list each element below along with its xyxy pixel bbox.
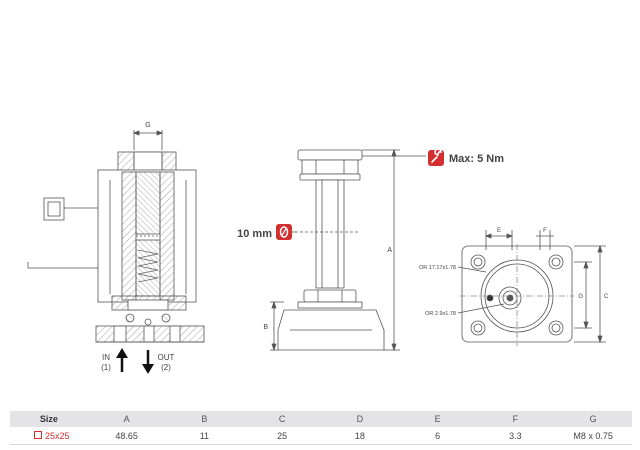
dimension-table: Size A B C D E F G 25x25 48.65 11 25 18 … [10,411,632,445]
col-header-f: F [476,411,555,427]
col-header-b: B [165,411,244,427]
table-header-row: Size A B C D E F G [10,411,632,427]
value-g: M8 x 0.75 [554,427,632,445]
outlet-port-number: (2) [161,363,171,372]
inlet-label: IN [102,353,110,362]
col-header-a: A [87,411,166,427]
dim-g-top-label: G [145,122,150,129]
max-torque-label: Max: 5 Nm [449,153,504,165]
outlet-label: OUT [158,353,175,362]
dim-e-label: E [497,228,501,234]
section-view [27,130,205,374]
dim-f-label: F [543,228,547,234]
value-e: 6 [398,427,477,445]
value-f: 3.3 [476,427,555,445]
oring-small-label: OR 2.9x1.78 [425,311,456,317]
top-view [457,230,606,346]
col-header-e: E [398,411,477,427]
dim-c-label: C [604,294,609,300]
value-b: 11 [165,427,244,445]
torque-callout: Max: 5 Nm [428,148,504,166]
wrench-size-label: 10 mm [237,228,272,240]
dim-b-label: B [263,324,268,331]
size-value: 25x25 [45,430,70,441]
value-a: 48.65 [87,427,166,445]
technical-drawing: G IN (1) OUT (2) [27,122,609,374]
value-d: 18 [321,427,399,445]
col-header-g: G [554,411,632,427]
col-header-c: C [243,411,321,427]
checkbox-icon [34,431,42,439]
wrench-size-callout: 10 mm [237,224,292,240]
col-header-size: Size [10,411,88,427]
oring-large-label: OR 17.17x1.78 [419,265,456,271]
size-cell: 25x25 [10,427,88,445]
col-header-d: D [321,411,399,427]
front-view [270,148,426,352]
inlet-port-number: (1) [101,363,111,372]
dim-g-right-label: G [578,294,583,300]
dim-a-label: A [387,247,392,254]
table-row: 25x25 48.65 11 25 18 6 3.3 M8 x 0.75 [10,427,632,445]
value-c: 25 [243,427,321,445]
